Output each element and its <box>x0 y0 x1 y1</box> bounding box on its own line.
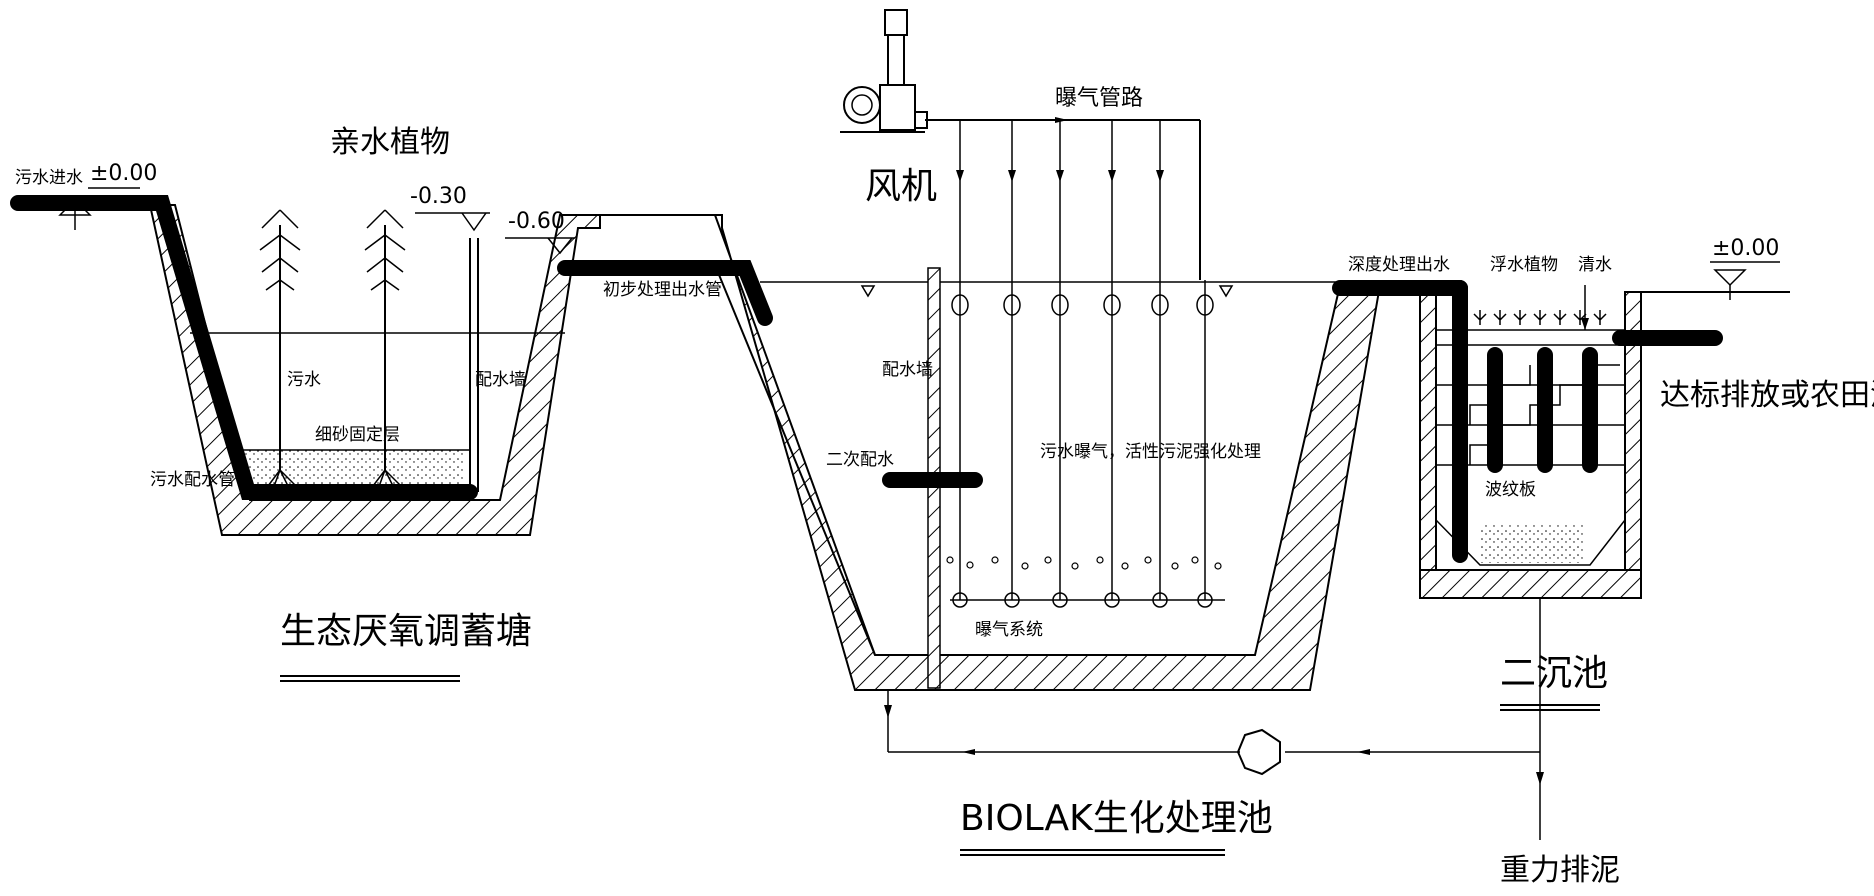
level-060-label: -0.60 <box>508 209 565 234</box>
primary-outlet-label: 初步处理出水管 <box>603 280 722 300</box>
water-wall-2-label: 配水墙 <box>882 360 933 380</box>
level-030-label: -0.30 <box>410 184 467 209</box>
blower-label: 风机 <box>865 166 937 207</box>
pond1-title: 生态厌氧调蓄塘 <box>280 611 532 652</box>
level-000-right-label: ±0.00 <box>1712 236 1779 261</box>
aeration-process-label: 污水曝气，活性污泥强化处理 <box>1040 442 1261 462</box>
blower-unit <box>840 9 928 133</box>
gravity-sludge-label: 重力排泥 <box>1500 853 1620 888</box>
deep-outlet-label: 深度处理出水 <box>1348 255 1450 275</box>
level-000-left-label: ±0.00 <box>90 161 157 186</box>
sewage-inlet-label: 污水进水 <box>15 168 83 188</box>
plant-1 <box>259 209 301 493</box>
biolak-tank: 曝气管路 风机 初步处理出水管 配水墙 二次配水 污水曝气，活性污泥强化处理 曝… <box>557 9 1540 856</box>
anaerobic-storage-pond: 污水进水 ±0.00 亲水植物 -0.30 -0.60 污水 配水墙 细砂固定层… <box>10 125 601 682</box>
secondary-clarifier-title: 二沉池 <box>1500 653 1608 694</box>
floating-plants-label: 浮水植物 <box>1490 255 1558 275</box>
gravel-layer-label: 细砂固定层 <box>315 425 400 445</box>
baffle-label: 波纹板 <box>1485 480 1536 500</box>
clear-water-label: 清水 <box>1578 255 1612 275</box>
discharge-label: 达标排放或农田灌溉 <box>1660 378 1874 413</box>
aquatic-plants-label: 亲水植物 <box>330 125 450 160</box>
plant-2 <box>364 209 406 493</box>
secondary-distribution-label: 二次配水 <box>826 450 894 470</box>
aeration-pipe-label: 曝气管路 <box>1055 86 1143 111</box>
sewage-pipe-label: 污水配水管 <box>150 470 235 490</box>
biolak-title: BIOLAK生化处理池 <box>960 798 1273 839</box>
secondary-clarifier: 深度处理出水 浮水植物 清水 ±0.00 达标排放或农田灌溉 波纹板 二沉池 重… <box>1332 236 1874 888</box>
water-wall-1-label: 配水墙 <box>475 370 526 390</box>
aeration-system-label: 曝气系统 <box>975 620 1043 640</box>
aeration-droppers <box>946 120 1225 608</box>
sewage-text: 污水 <box>287 370 321 390</box>
